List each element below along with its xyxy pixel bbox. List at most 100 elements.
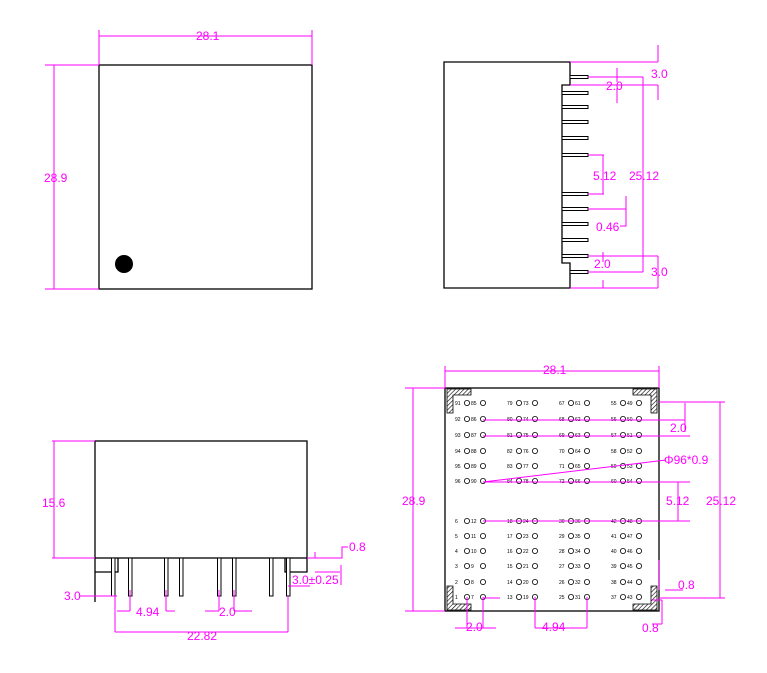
pin-number-label: 87 [471,433,477,439]
pin-hole [636,462,643,469]
side-pin [561,153,589,157]
pin-number-label: 95 [455,464,461,470]
pin-number-label: 35 [575,534,581,540]
side-pin [561,91,589,95]
side-pin [569,270,589,274]
pin-number-label: 13 [507,595,513,601]
pin-hole [636,477,643,484]
front-pin [286,557,291,597]
bottom-group-gap-v-label: 5.12 [666,494,690,508]
pin-hole [479,533,486,540]
pin-number-label: 34 [575,549,581,555]
pin-number-label: 94 [455,449,461,455]
pin-hole [568,579,575,586]
pin-hole [636,399,643,406]
front-group-gap-label: 4.94 [136,605,160,619]
pin-number-label: 53 [627,464,633,470]
pin-number-label: 83 [507,464,513,470]
pin-number-label: 10 [471,549,477,555]
pin-number-label: 96 [455,479,461,485]
pin-hole [568,594,575,601]
pin-hole [532,477,539,484]
pin1-marker-dot [115,255,133,273]
pin-hole [479,563,486,570]
side-pin [561,238,589,242]
pin-hole [532,462,539,469]
pin-number-label: 4 [455,549,458,555]
pin-hole [463,579,470,586]
side-pin [561,105,589,109]
pin-number-label: 32 [575,580,581,586]
pin-number-label: 93 [455,433,461,439]
pin-number-label: 6 [455,519,458,525]
bottom-edge-v-label: 0.8 [642,621,659,635]
front-span-label: 22.82 [187,629,217,643]
pin-hole [479,431,486,438]
pin-hole [516,563,523,570]
top-view: 28.1 28.9 [44,29,313,290]
pin-hole [516,415,523,422]
pin-number-label: 44 [627,580,633,586]
pin-hole [568,477,575,484]
pin-hole [584,415,591,422]
front-height-label: 15.6 [42,496,66,510]
pin-hole [620,594,627,601]
pin-hole [516,579,523,586]
front-edge-offset-label: 3.0 [64,589,81,603]
pin-hole [463,447,470,454]
pin-number-label: 7 [471,595,474,601]
pin-hole [479,548,486,555]
pin-hole [479,477,486,484]
side-pitch-top-label: 2.0 [606,79,623,93]
pin-hole [463,462,470,469]
side-pins [561,75,589,274]
side-pin [561,136,589,140]
pin-hole [568,462,575,469]
pin-hole [584,431,591,438]
pin-hole [463,563,470,570]
pin-number-label: 61 [575,401,581,407]
pin-hole [516,477,523,484]
pin-hole [479,462,486,469]
pin-hole [516,594,523,601]
pin-hole [532,563,539,570]
pin-number-label: 48 [627,519,633,525]
pin-hole [568,533,575,540]
side-view: 3.0 2.0 5.12 25.12 0.46 2.0 3.0 [443,45,668,289]
pin-hole [584,462,591,469]
pin-number-label: 41 [611,534,617,540]
pin-number-label: 38 [611,580,617,586]
pin-number-label: 28 [559,549,565,555]
pin-number-label: 9 [471,564,474,570]
pin-number-label: 73 [523,401,529,407]
top-width-label: 28.1 [196,29,220,43]
pin-number-label: 90 [471,479,477,485]
bottom-edge-h-label: 0.8 [678,578,695,592]
pin-number-label: 14 [507,580,513,586]
pin-number-label: 47 [627,534,633,540]
pin-number-label: 85 [471,401,477,407]
pin-number-label: 12 [471,519,477,525]
pin-hole [479,415,486,422]
pin-number-label: 46 [627,549,633,555]
pin-hole [636,533,643,540]
front-pin [269,557,274,597]
bottom-view-body [444,387,660,612]
pin-number-label: 89 [471,464,477,470]
pin-hole [584,563,591,570]
pin-hole [636,447,643,454]
pin-hole [516,431,523,438]
front-pin [111,557,116,597]
pin-hole [584,533,591,540]
pin-hole [479,447,486,454]
side-bottom-offset-label: 3.0 [651,265,668,279]
pin-number-label: 1 [455,595,458,601]
pin-number-label: 70 [559,449,565,455]
bottom-group-gap-h-label: 4.94 [542,620,566,634]
pin-hole [636,548,643,555]
pin-number-label: 23 [523,534,529,540]
side-pin [561,120,589,124]
pin-number-label: 40 [611,549,617,555]
